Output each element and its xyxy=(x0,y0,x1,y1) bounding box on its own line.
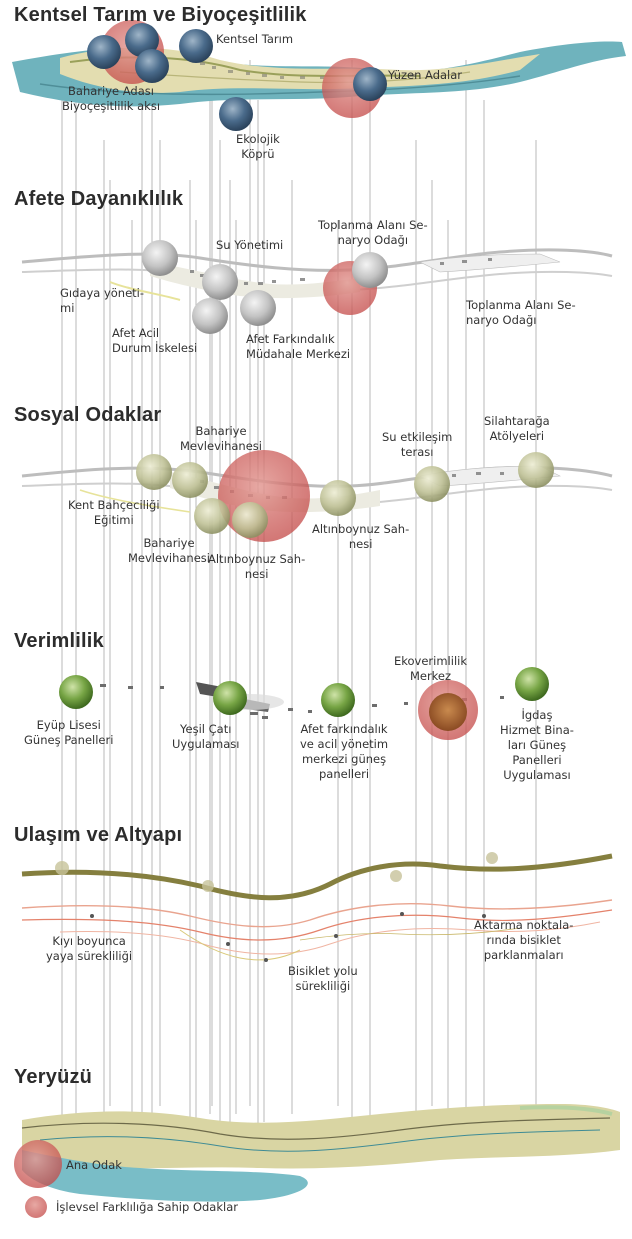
label-urban-gardening: Kent Bahçeciliği Eğitimi xyxy=(68,498,160,528)
section-title-disaster-resilience: Afete Dayanıklılık xyxy=(14,188,183,211)
focus-sphere xyxy=(87,35,121,69)
label-bike-path: Bisiklet yolu sürekliliği xyxy=(288,964,358,994)
label-altinboynuz-stage-2: Altınboynuz Sah- nesi xyxy=(208,552,305,582)
label-eyup-solar: Eyüp Lisesi Güneş Panelleri xyxy=(24,718,113,748)
label-silahtaraga-workshops: Silahtarağa Atölyeleri xyxy=(484,414,550,444)
eco-center-core xyxy=(429,693,467,731)
legend-main-focus-label: Ana Odak xyxy=(66,1158,122,1172)
efficiency-sphere xyxy=(321,683,355,717)
label-bahariye-mevlevihane-1: Bahariye Mevlevihanesi xyxy=(180,424,262,454)
focus-sphere xyxy=(135,49,169,83)
label-food-management: Gıdaya yöneti- mi xyxy=(60,286,144,316)
social-sphere xyxy=(232,502,268,538)
social-sphere xyxy=(136,454,172,490)
efficiency-sphere xyxy=(515,667,549,701)
social-sphere xyxy=(172,462,208,498)
section-title-social-foci: Sosyal Odaklar xyxy=(14,404,161,427)
focus-sphere xyxy=(219,97,253,131)
resilience-sphere xyxy=(142,240,178,276)
focus-sphere xyxy=(353,67,387,101)
label-green-roof: Yeşil Çatı Uygulaması xyxy=(172,722,240,752)
label-water-management: Su Yönetimi xyxy=(216,238,283,253)
resilience-sphere xyxy=(240,290,276,326)
label-disaster-solar: Afet farkındalık ve acil yönetim merkezi… xyxy=(300,722,388,782)
resilience-sphere xyxy=(192,298,228,334)
label-ecological-bridge: Ekolojik Köprü xyxy=(236,132,280,162)
legend-functional-focus-circle xyxy=(25,1196,47,1218)
label-assembly-area-2: Toplanma Alanı Se- naryo Odağı xyxy=(466,298,576,328)
focus-nodes xyxy=(59,20,554,740)
label-urban-agriculture: Kentsel Tarım xyxy=(216,32,293,47)
label-bike-parking: Aktarma noktala- rında bisiklet parklanm… xyxy=(474,918,573,963)
label-bahariye-island: Bahariye Adası Biyoçeşitlilik aksı xyxy=(62,84,160,114)
legend-functional-focus-label: İşlevsel Farklılığa Sahip Odaklar xyxy=(56,1200,238,1214)
section-title-urban-agriculture: Kentsel Tarım ve Biyoçeşitlilik xyxy=(14,4,307,27)
resilience-sphere xyxy=(352,252,388,288)
social-sphere xyxy=(414,466,450,502)
section-title-efficiency: Verimlilik xyxy=(14,630,104,653)
resilience-sphere xyxy=(202,264,238,300)
efficiency-sphere xyxy=(213,681,247,715)
layer-ground-map xyxy=(22,1104,620,1202)
label-awareness-center: Afet Farkındalık Müdahale Merkezi xyxy=(246,332,350,362)
section-title-transport: Ulaşım ve Altyapı xyxy=(14,824,182,847)
legend-main-focus-circle xyxy=(14,1140,62,1188)
label-igdas-solar: İgdaş Hizmet Bina- ları Güneş Panelleri … xyxy=(500,708,574,783)
social-sphere xyxy=(320,480,356,516)
legend-symbols xyxy=(14,1140,62,1218)
label-eco-efficiency-center: Ekoverimlilik Merkez xyxy=(394,654,467,684)
label-floating-islands: Yüzen Adalar xyxy=(388,68,462,83)
label-bahariye-mevlevihane-2: Bahariye Mevlevihanesi xyxy=(128,536,210,566)
label-shore-walk: Kıyı boyunca yaya sürekliliği xyxy=(46,934,132,964)
label-assembly-area-1: Toplanma Alanı Se- naryo Odağı xyxy=(318,218,428,248)
social-sphere xyxy=(518,452,554,488)
label-water-terrace: Su etkileşim terası xyxy=(382,430,452,460)
label-emergency-pier: Afet Acil Durum İskelesi xyxy=(112,326,197,356)
label-altinboynuz-stage-1: Altınboynuz Sah- nesi xyxy=(312,522,409,552)
section-title-ground: Yeryüzü xyxy=(14,1066,92,1089)
social-sphere xyxy=(194,498,230,534)
efficiency-sphere xyxy=(59,675,93,709)
focus-sphere xyxy=(179,29,213,63)
